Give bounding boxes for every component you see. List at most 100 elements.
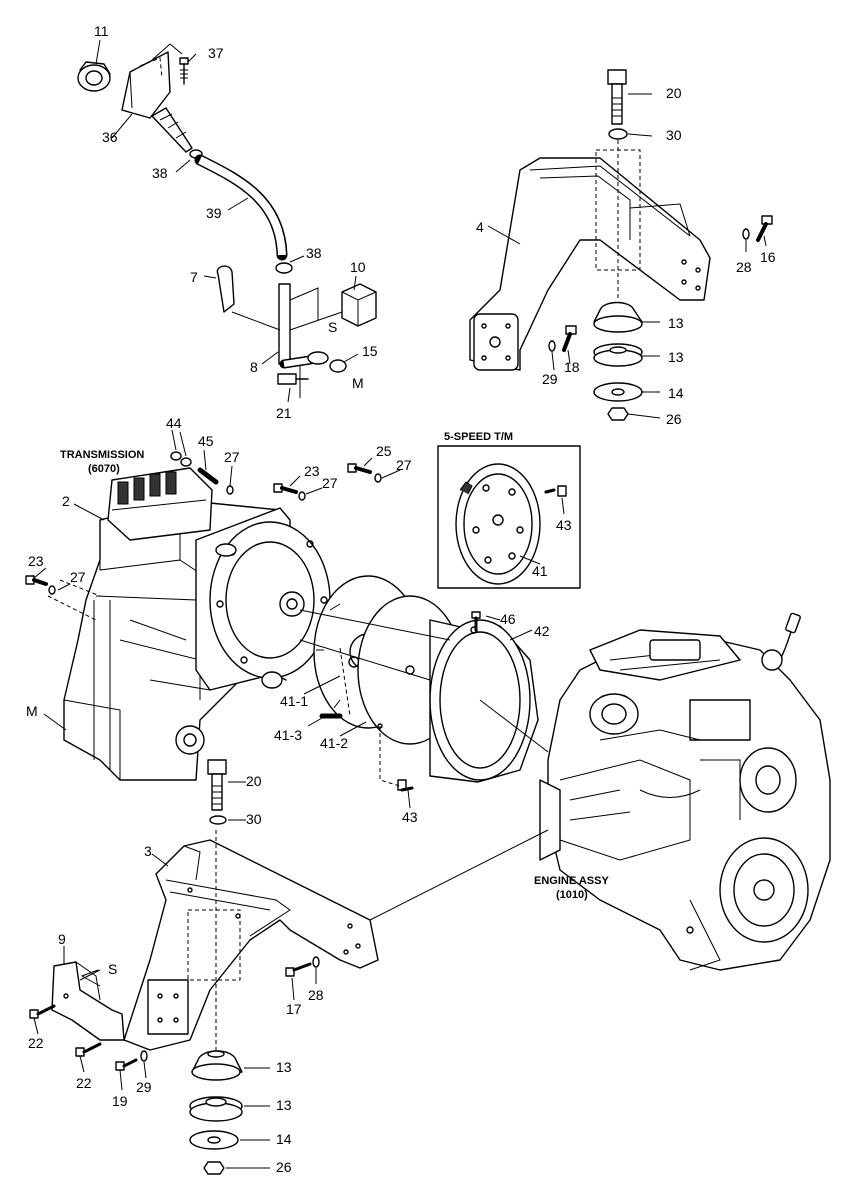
callout-7: 7 — [190, 269, 198, 285]
callout-41-2: 41-2 — [320, 735, 348, 751]
part-46-bolt — [471, 611, 481, 632]
callout-19: 19 — [112, 1093, 128, 1109]
part-27-washer-a — [226, 485, 234, 495]
part-42-housing — [429, 619, 539, 783]
part-22-bolt-a — [29, 1004, 56, 1019]
part-27-washer-c — [374, 473, 382, 483]
part-3-bracket — [123, 830, 379, 1051]
callout-18: 18 — [564, 359, 580, 375]
transmission-heading: TRANSMISSION — [60, 449, 144, 461]
part-45-stud — [197, 467, 219, 485]
part-26-nut-lower — [203, 1161, 225, 1175]
callout-21: 21 — [276, 405, 292, 421]
part-13-mount-upper-a — [593, 301, 643, 333]
callout-25: 25 — [376, 443, 392, 459]
callout-22-b: 22 — [76, 1075, 92, 1091]
part-18-bolt — [562, 325, 577, 352]
callout-14-lower: 14 — [276, 1131, 292, 1147]
callout-27-b: 27 — [396, 457, 412, 473]
callout-9: 9 — [58, 931, 66, 947]
part-23-bolt-a — [273, 483, 298, 494]
part-37-bolt — [179, 57, 189, 85]
callout-38-b: 38 — [306, 245, 322, 261]
callout-m-upper: M — [352, 375, 364, 391]
callout-23-b: 23 — [28, 553, 44, 569]
callout-s-upper: S — [328, 319, 337, 335]
part-10-block — [289, 283, 377, 331]
part-43-bolt-b — [397, 779, 414, 792]
part-21-bolt — [277, 366, 309, 398]
callout-11: 11 — [94, 23, 109, 39]
part-7-clip — [216, 265, 281, 331]
part-27-washer-b — [298, 491, 306, 501]
callout-44: 44 — [166, 415, 182, 431]
callout-41-1: 41-1 — [280, 693, 308, 709]
callout-labels: 11 37 36 38 39 38 10 7 S 8 15 M 21 20 30… — [26, 23, 776, 1175]
part-15-gasket — [329, 359, 347, 373]
callout-8: 8 — [250, 359, 258, 375]
callout-13-upper-a: 13 — [668, 315, 684, 331]
callout-45: 45 — [198, 433, 214, 449]
part-9-bracket — [51, 961, 125, 1041]
callout-13-lower-b: 13 — [276, 1097, 292, 1113]
engine-heading: ENGINE ASSY — [534, 875, 609, 887]
callout-28-upper: 28 — [736, 259, 752, 275]
callout-m-lower: M — [26, 703, 38, 719]
part-29-washer-upper — [548, 340, 556, 352]
part-26-nut-upper — [607, 407, 629, 421]
callout-37: 37 — [208, 45, 224, 61]
callout-22-a: 22 — [28, 1035, 44, 1051]
callout-26-upper: 26 — [666, 411, 682, 427]
transmission-bell-housing — [195, 507, 331, 691]
callout-27-d: 27 — [70, 569, 86, 585]
callout-17: 17 — [286, 1001, 302, 1017]
part-4-bracket — [469, 140, 711, 371]
callout-27-c: 27 — [322, 475, 338, 491]
part-13-mount-lower-b — [189, 1096, 243, 1122]
part-22-bolt-b — [75, 1042, 102, 1057]
five-speed-heading: 5-SPEED T/M — [444, 431, 513, 443]
part-27-washer-d — [48, 585, 56, 595]
part-14-washer-upper — [593, 382, 643, 402]
transmission-valve-block — [107, 467, 213, 541]
callout-16: 16 — [760, 249, 776, 265]
breather-assembly — [77, 51, 377, 398]
mount-bracket-upper — [469, 69, 773, 421]
part-16-bolt — [756, 215, 773, 242]
part-38-clamp-lower — [275, 262, 293, 274]
callout-28-lower: 28 — [308, 987, 324, 1003]
callout-42: 42 — [534, 623, 550, 639]
callout-2: 2 — [62, 493, 70, 509]
callout-4: 4 — [476, 219, 484, 235]
callout-29-upper: 29 — [542, 371, 558, 387]
part-17-bolt — [285, 962, 312, 977]
part-30-washer-upper — [608, 128, 628, 140]
engine-assembly — [539, 612, 831, 971]
part-20-bolt-lower — [207, 759, 227, 811]
callout-3: 3 — [144, 843, 152, 859]
leader-lines — [33, 39, 767, 1169]
callout-46: 46 — [500, 611, 516, 627]
callout-27-a: 27 — [224, 449, 240, 465]
five-speed-inset: 5-SPEED T/M — [437, 431, 581, 589]
callout-10: 10 — [350, 259, 366, 275]
part-28-washer-upper — [742, 228, 750, 240]
part-43-bolt-a — [544, 485, 567, 497]
callout-13-upper-b: 13 — [668, 349, 684, 365]
callout-23-a: 23 — [304, 463, 320, 479]
callout-43-a: 43 — [556, 517, 572, 533]
engine-code: (1010) — [556, 889, 588, 901]
part-19-bolt — [115, 1058, 138, 1071]
part-11-cap — [77, 61, 111, 92]
transmission-code: (6070) — [88, 463, 120, 475]
callout-41: 41 — [532, 563, 548, 579]
mount-bracket-lower — [29, 759, 379, 1175]
callout-29-lower: 29 — [136, 1079, 152, 1095]
callout-36: 36 — [102, 129, 118, 145]
callout-15: 15 — [362, 343, 378, 359]
callout-38-a: 38 — [152, 165, 168, 181]
part-13-mount-upper-b — [593, 343, 643, 367]
part-23-bolt-b — [25, 575, 48, 586]
part-13-mount-lower-a — [191, 1050, 243, 1081]
